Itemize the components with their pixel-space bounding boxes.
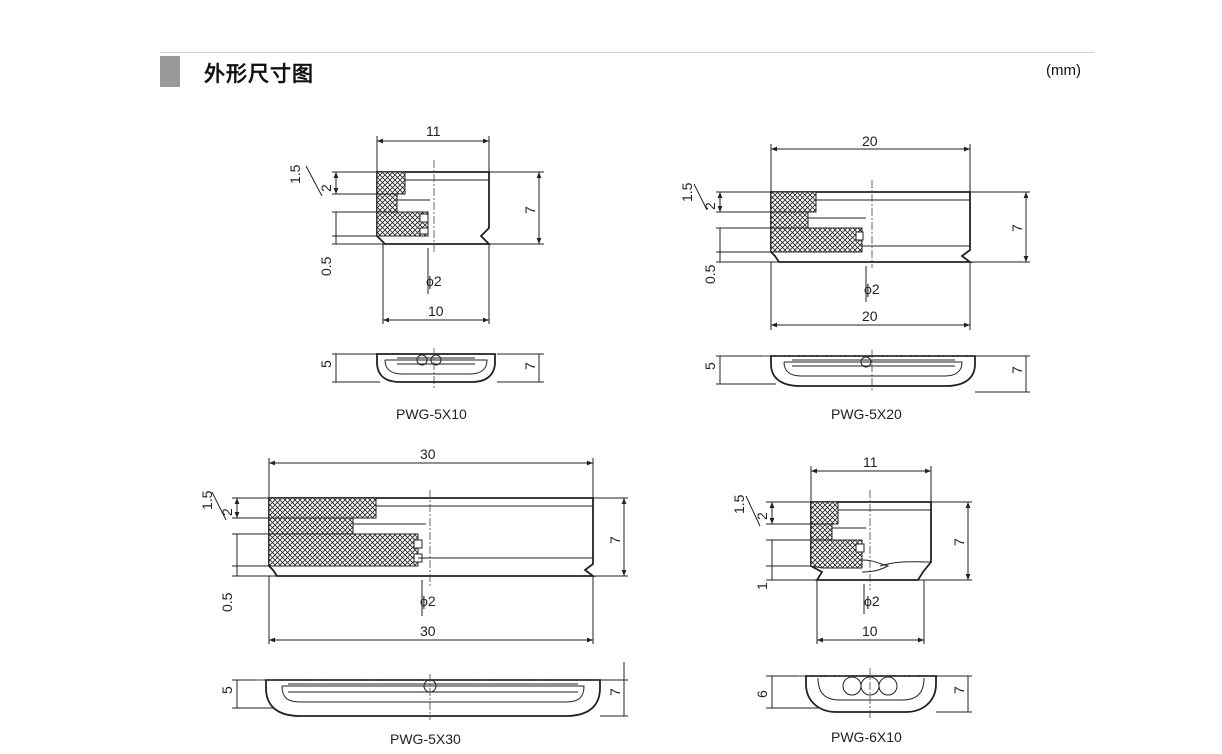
dim-left-b: 2 bbox=[754, 512, 770, 520]
dim-end-outer: 7 bbox=[951, 686, 967, 694]
dim-left-c: 0.5 bbox=[219, 592, 235, 612]
dim-end-outer: 7 bbox=[522, 362, 538, 370]
caption-pwg-5x30: PWG-5X30 bbox=[390, 731, 461, 747]
dim-left-a: 1.5 bbox=[199, 490, 215, 510]
dim-bottom-width: 10 bbox=[428, 303, 444, 319]
dim-left-c: 1 bbox=[754, 582, 770, 590]
dim-bottom-width: 30 bbox=[420, 623, 436, 639]
dim-phi: ϕ2 bbox=[864, 281, 880, 297]
caption-pwg-6x10: PWG-6X10 bbox=[831, 729, 902, 745]
header-rule bbox=[160, 52, 1094, 53]
unit-label: (mm) bbox=[1046, 62, 1081, 79]
dim-phi: ϕ2 bbox=[426, 273, 442, 289]
dim-height: 7 bbox=[522, 206, 538, 214]
dim-top-width: 30 bbox=[420, 446, 436, 462]
dim-bottom-width: 10 bbox=[862, 623, 878, 639]
dim-end-inner: 5 bbox=[318, 360, 334, 368]
page-title: 外形尺寸图 bbox=[204, 62, 314, 86]
dim-top-width: 11 bbox=[863, 454, 878, 470]
dim-height: 7 bbox=[951, 538, 967, 546]
dim-left-a: 1.5 bbox=[731, 494, 747, 514]
dim-height: 7 bbox=[607, 536, 623, 544]
dim-top-width: 20 bbox=[862, 133, 878, 149]
dim-end-inner: 5 bbox=[219, 686, 235, 694]
drawing-pwg-5x10: 11 1.5 2 0.5 7 ϕ2 10 bbox=[287, 123, 544, 422]
dim-end-inner: 6 bbox=[754, 690, 770, 698]
drawing-pwg-5x20: 20 1.5 2 0.5 7 ϕ2 20 bbox=[679, 133, 1030, 422]
dim-left-b: 2 bbox=[219, 508, 235, 516]
dim-left-b: 2 bbox=[702, 202, 718, 210]
caption-pwg-5x20: PWG-5X20 bbox=[831, 406, 902, 422]
caption-pwg-5x10: PWG-5X10 bbox=[396, 406, 467, 422]
dim-left-b: 2 bbox=[318, 184, 334, 192]
dim-left-c: 0.5 bbox=[318, 256, 334, 276]
dim-height: 7 bbox=[1009, 224, 1025, 232]
dim-end-inner: 5 bbox=[702, 362, 718, 370]
dim-phi: ϕ2 bbox=[420, 593, 436, 609]
drawing-pwg-6x10: 11 1.5 2 1 7 ϕ2 10 bbox=[731, 454, 972, 745]
dim-end-outer: 7 bbox=[607, 688, 623, 696]
dim-left-a: 1.5 bbox=[679, 182, 695, 202]
dim-top-width: 11 bbox=[426, 123, 441, 139]
title-accent-bar bbox=[160, 56, 180, 87]
dim-left-a: 1.5 bbox=[287, 164, 303, 184]
dim-bottom-width: 20 bbox=[862, 308, 878, 324]
dim-phi: ϕ2 bbox=[864, 593, 880, 609]
dim-left-c: 0.5 bbox=[702, 264, 718, 284]
drawing-pwg-5x30: 30 1.5 2 0.5 7 ϕ2 30 bbox=[199, 446, 628, 747]
dim-end-outer: 7 bbox=[1009, 366, 1025, 374]
